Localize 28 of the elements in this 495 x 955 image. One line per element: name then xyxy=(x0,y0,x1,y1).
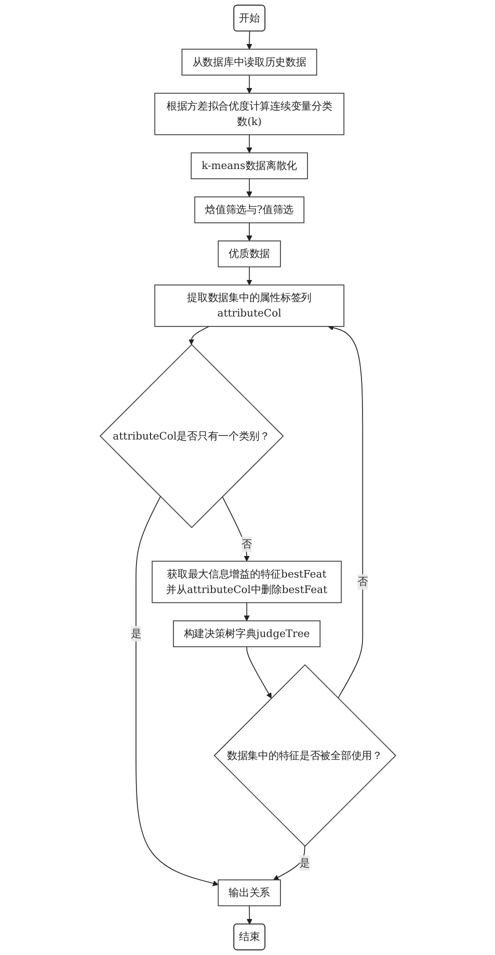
node-box: 根据方差拟合优度计算连续变量分类数(k) xyxy=(154,92,344,136)
edge-label: 是 xyxy=(130,627,141,640)
arrow xyxy=(246,31,252,50)
arrow xyxy=(135,496,218,886)
node-box: 构建决策树字典judgeTree xyxy=(172,620,320,648)
arrow xyxy=(246,646,272,698)
edge-label: 否 xyxy=(357,575,368,588)
node-box: 获取最大信息增益的特征bestFeat并从attributeCol中删除bestFeat xyxy=(151,560,342,604)
arrow xyxy=(272,846,305,880)
node-box: 从数据库中读取历史数据 xyxy=(181,48,317,76)
node-box: 输出关系 xyxy=(217,879,280,906)
arrow xyxy=(246,178,252,198)
edge-label: 否 xyxy=(241,538,252,550)
arrow xyxy=(246,266,252,286)
arrow xyxy=(188,326,209,345)
arrow xyxy=(246,222,252,242)
arrow xyxy=(327,324,363,699)
node-box: 优质数据 xyxy=(217,240,280,268)
arrow xyxy=(246,134,252,154)
arrow xyxy=(246,905,252,924)
arrow xyxy=(246,74,252,94)
node-box: 提取数据集中的属性标签列attributeCol xyxy=(154,284,344,327)
edge-label: 是 xyxy=(299,856,310,869)
arrow xyxy=(243,602,250,622)
node-box: k-means数据离散化 xyxy=(190,152,308,180)
node-diamond: 数据集中的特征是否被全部使用？ xyxy=(213,664,396,847)
node-box: 焓值筛选与?值筛选 xyxy=(194,196,304,224)
node-diamond: attributeCol是否只有一个类别？ xyxy=(99,344,284,528)
